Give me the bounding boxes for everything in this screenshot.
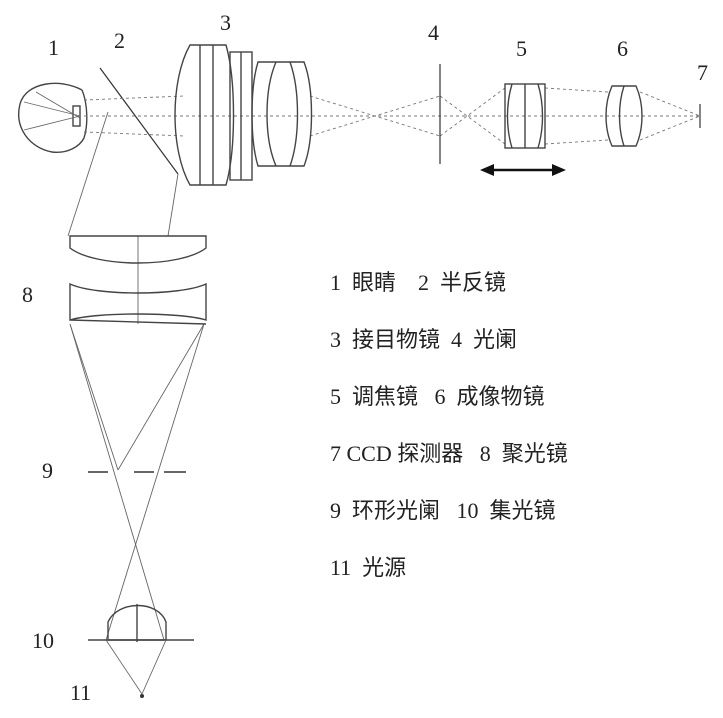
eye (18, 82, 88, 153)
horizontal-ray-paths (83, 87, 701, 145)
label-ccd-detector: 7 (697, 60, 708, 85)
legend: 1 眼睛 2 半反镜 3 接目物镜 4 光阑 5 调焦镜 6 成像物镜 7 CC… (330, 270, 568, 580)
legend-line-6: 11 光源 (330, 555, 406, 580)
label-light-source: 11 (70, 680, 91, 705)
imaging-objective (605, 85, 643, 147)
collector-lens (88, 604, 194, 695)
vertical-ray-paths (67, 111, 205, 641)
label-imaging-objective: 6 (617, 36, 628, 61)
label-condenser-lens: 8 (22, 282, 33, 307)
legend-line-4: 7 CCD 探测器 8 聚光镜 (330, 441, 568, 466)
focus-adjust-arrow (480, 164, 566, 176)
half-mirror (99, 67, 179, 175)
label-focusing-lens: 5 (516, 36, 527, 61)
eyepiece-objective (174, 44, 313, 186)
label-aperture-stop: 4 (428, 20, 439, 45)
light-source (140, 694, 144, 698)
label-half-mirror: 2 (114, 28, 125, 53)
legend-line-3: 5 调焦镜 6 成像物镜 (330, 384, 545, 409)
label-annular-aperture: 9 (42, 458, 53, 483)
label-eyepiece: 3 (220, 10, 231, 35)
legend-line-1: 1 眼睛 2 半反镜 (330, 270, 506, 295)
legend-line-5: 9 环形光阑 10 集光镜 (330, 498, 556, 523)
condenser-lens (69, 235, 207, 325)
label-collector-lens: 10 (32, 628, 54, 653)
legend-line-2: 3 接目物镜 4 光阑 (330, 327, 517, 352)
focusing-lens (504, 83, 546, 149)
label-eye: 1 (48, 35, 59, 60)
